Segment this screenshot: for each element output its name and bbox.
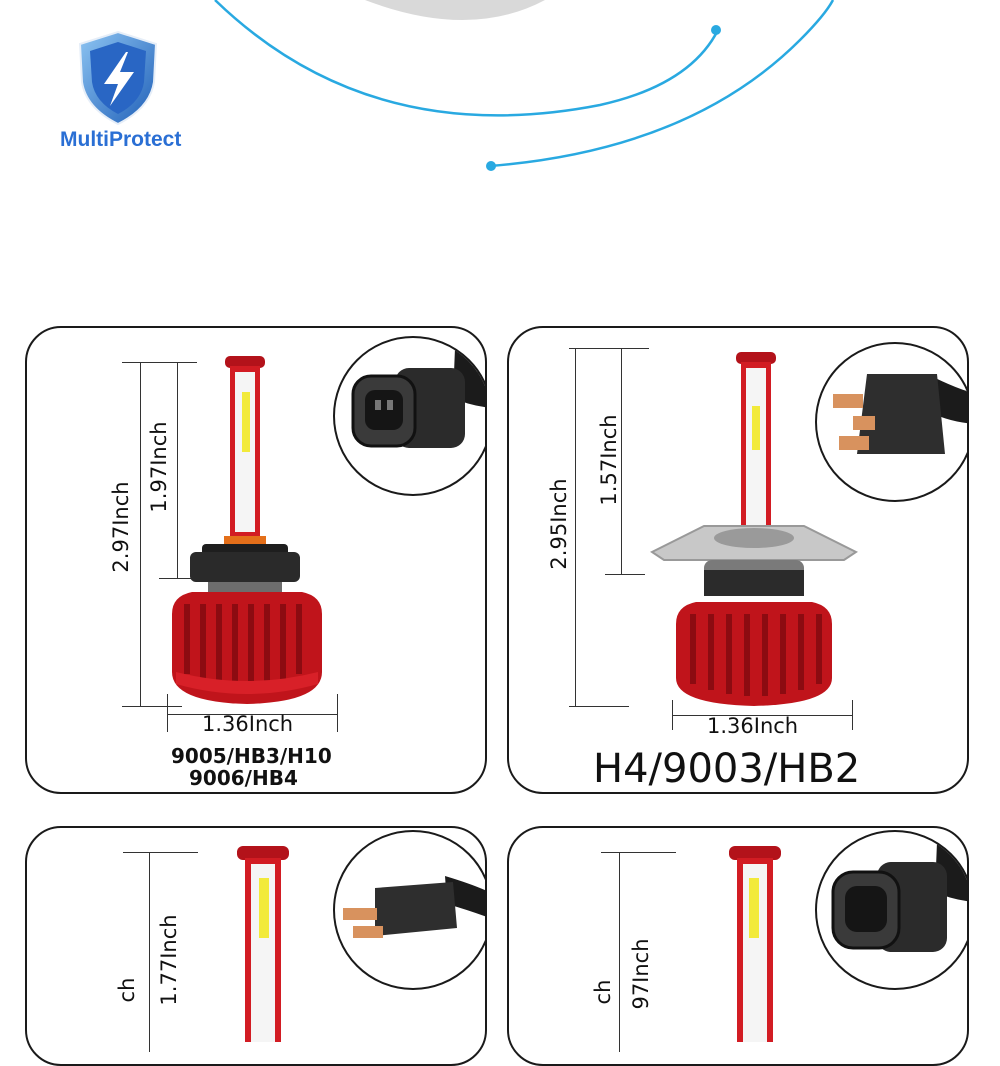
9006-connector-icon bbox=[831, 842, 967, 952]
total-height-label: 2.95Inch bbox=[547, 478, 571, 570]
width-label: 1.36Inch bbox=[202, 712, 294, 736]
lightning-shield-icon bbox=[78, 30, 158, 126]
partial-height-label: ch bbox=[591, 979, 615, 1005]
upper-height-label: 97Inch bbox=[629, 938, 653, 1010]
partial-height-label: ch bbox=[115, 977, 139, 1003]
upper-height-dimension-line bbox=[177, 362, 178, 578]
bulb-panel-9006: ch 97Inch bbox=[507, 826, 969, 1066]
width-label: 1.36Inch bbox=[707, 714, 799, 738]
connector-inset bbox=[815, 830, 967, 990]
bulb-panel-h4: 2.95Inch 1.57Inch 1.36Inch H4/9003/HB2 bbox=[507, 326, 969, 794]
upper-height-label: 1.57Inch bbox=[597, 414, 621, 506]
connector-inset bbox=[333, 830, 485, 990]
upper-height-label: 1.77Inch bbox=[157, 914, 181, 1006]
9005-connector-icon bbox=[351, 348, 485, 448]
total-height-label: 2.97Inch bbox=[109, 481, 133, 573]
led-bulb-9006 bbox=[729, 846, 781, 1042]
connector-inset bbox=[815, 342, 967, 502]
bulb-panel-9005: 2.97Inch 1.97Inch 1.36Inch 9005/HB3/H10 … bbox=[25, 326, 487, 794]
connector-inset bbox=[333, 336, 485, 496]
multiprotect-badge: MultiProtect bbox=[60, 30, 182, 160]
total-height-dimension-line bbox=[575, 348, 576, 706]
model-line-1: 9005/HB3/H10 bbox=[171, 744, 332, 768]
led-bulb-9005 bbox=[172, 356, 322, 704]
upper-height-dimension-line bbox=[621, 348, 622, 574]
led-bulb-h11 bbox=[237, 846, 289, 1042]
total-height-dimension-line bbox=[140, 362, 141, 706]
bulb-panel-h11: ch 1.77Inch bbox=[25, 826, 487, 1066]
multiprotect-label: MultiProtect bbox=[60, 128, 182, 151]
width-dimension-line bbox=[672, 715, 852, 716]
model-title: H4/9003/HB2 bbox=[593, 746, 861, 792]
decorative-arcs bbox=[214, 0, 835, 171]
h11-connector-icon bbox=[343, 876, 485, 938]
width-dimension-line bbox=[167, 714, 337, 715]
model-line-2: 9006/HB4 bbox=[189, 766, 298, 790]
led-bulb-h4 bbox=[650, 352, 858, 706]
h4-connector-icon bbox=[833, 374, 967, 454]
